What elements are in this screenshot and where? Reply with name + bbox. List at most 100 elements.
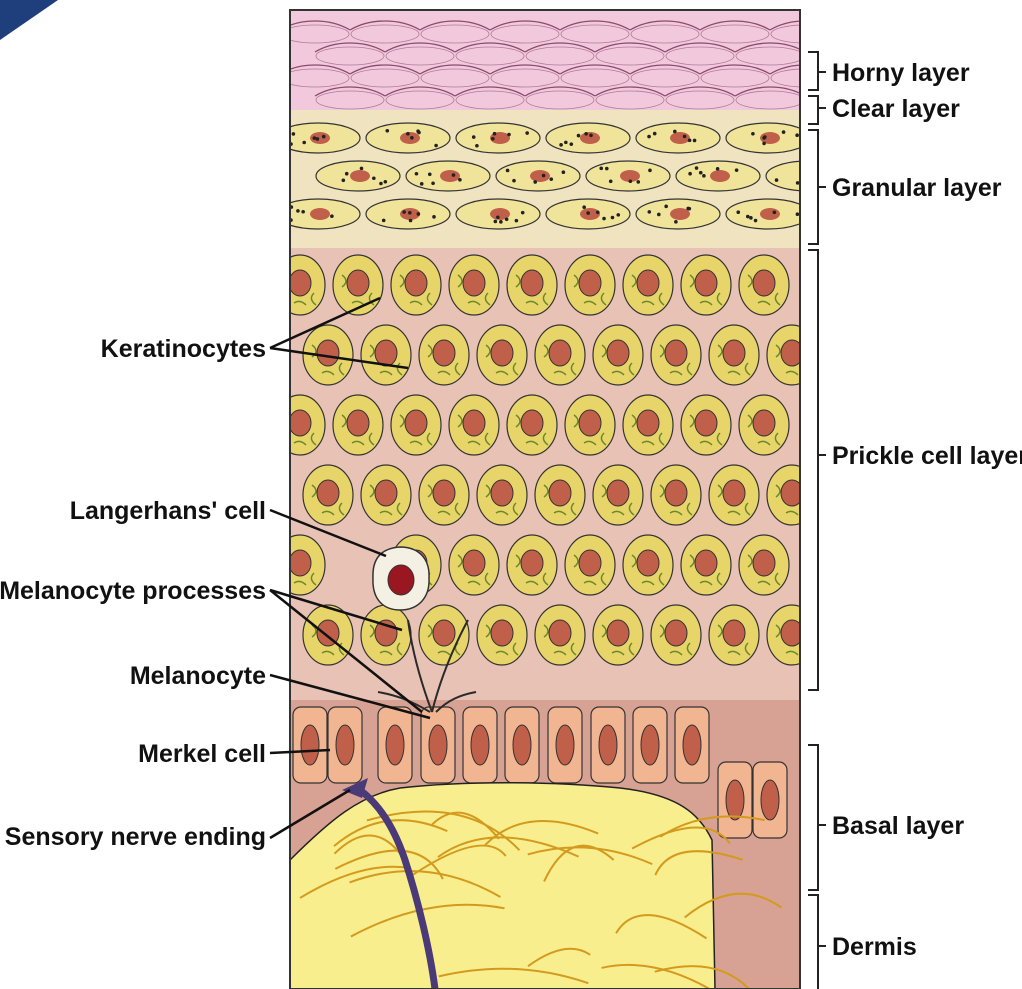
keratohyalin-granule — [736, 210, 740, 214]
keratohyalin-granule — [415, 172, 419, 176]
keratohyalin-granule — [746, 215, 750, 219]
horny-scale — [701, 69, 769, 87]
label-granular-layer: Granular layer — [832, 174, 1002, 202]
keratinocyte — [507, 395, 557, 455]
keratinocyte — [391, 255, 441, 315]
keratinocyte — [391, 395, 441, 455]
horny-scale — [421, 69, 489, 87]
keratinocyte — [623, 255, 673, 315]
keratohyalin-granule — [406, 132, 410, 136]
keratohyalin-granule — [648, 210, 652, 214]
basal-cell — [505, 707, 539, 783]
keratinocyte — [767, 325, 817, 385]
keratohyalin-granule — [683, 135, 687, 139]
keratinocyte — [535, 465, 585, 525]
label-horny-layer: Horny layer — [832, 59, 970, 87]
keratohyalin-granule — [569, 142, 573, 146]
keratohyalin-granule — [584, 132, 588, 136]
keratinocyte — [275, 395, 325, 455]
keratohyalin-granule — [330, 214, 334, 218]
keratohyalin-granule — [636, 180, 640, 184]
horny-scale — [805, 43, 875, 52]
granular-nucleus — [310, 208, 330, 220]
keratinocyte — [651, 465, 701, 525]
horny-scale — [351, 25, 419, 43]
horny-scale — [491, 69, 559, 87]
keratinocyte — [623, 395, 673, 455]
keratohyalin-granule — [379, 182, 383, 186]
label-melanocyte: Melanocyte — [130, 662, 266, 690]
keratohyalin-granule — [402, 210, 406, 214]
keratohyalin-granule — [428, 172, 432, 176]
keratohyalin-granule — [417, 212, 421, 216]
basal-cell — [718, 762, 752, 838]
basal-cell — [591, 707, 625, 783]
keratohyalin-granule — [805, 173, 809, 177]
keratohyalin-granule — [562, 170, 566, 174]
keratohyalin-granule — [559, 143, 563, 147]
keratinocyte — [593, 325, 643, 385]
keratohyalin-granule — [751, 132, 755, 136]
keratinocyte — [709, 465, 759, 525]
keratohyalin-granule — [699, 171, 703, 175]
keratinocyte — [361, 605, 411, 665]
keratohyalin-granule — [458, 178, 462, 182]
keratinocyte — [449, 395, 499, 455]
keratohyalin-granule — [582, 205, 586, 209]
horny-scale — [456, 91, 524, 109]
granular-nucleus — [400, 132, 420, 144]
horny-scale — [666, 47, 734, 65]
granular-nucleus — [760, 208, 780, 220]
basal-cell — [548, 707, 582, 783]
granular-nucleus — [350, 170, 370, 182]
horny-scale — [281, 25, 349, 43]
keratinocyte — [565, 535, 615, 595]
basal-cell — [463, 707, 497, 783]
horny-scale — [596, 91, 664, 109]
horny-scale — [456, 47, 524, 65]
keratohyalin-granule — [472, 135, 476, 139]
keratinocyte — [303, 465, 353, 525]
keratohyalin-granule — [408, 211, 412, 215]
keratinocyte — [361, 465, 411, 525]
keratinocyte — [333, 395, 383, 455]
granular-nucleus — [530, 170, 550, 182]
keratohyalin-granule — [616, 213, 620, 217]
keratohyalin-granule — [493, 132, 497, 136]
granular-nucleus — [580, 208, 600, 220]
keratohyalin-granule — [688, 172, 692, 176]
keratinocyte — [739, 255, 789, 315]
keratinocyte — [681, 535, 731, 595]
keratohyalin-granule — [301, 210, 305, 214]
keratohyalin-granule — [796, 212, 800, 216]
horny-scale — [386, 91, 454, 109]
keratohyalin-granule — [796, 181, 800, 185]
keratohyalin-granule — [754, 219, 758, 223]
keratohyalin-granule — [360, 167, 364, 171]
keratohyalin-granule — [322, 135, 326, 139]
keratinocyte — [477, 605, 527, 665]
keratohyalin-granule — [345, 172, 349, 176]
keratinocyte — [709, 325, 759, 385]
horny-scale — [526, 91, 594, 109]
keratohyalin-granule — [775, 178, 779, 182]
keratinocyte — [709, 605, 759, 665]
keratinocyte — [275, 535, 325, 595]
keratinocyte — [449, 535, 499, 595]
keratinocyte — [593, 465, 643, 525]
keratohyalin-granule — [763, 135, 767, 139]
keratinocyte — [681, 395, 731, 455]
basal-cell — [675, 707, 709, 783]
horny-scale — [491, 25, 559, 43]
langerhans-cell — [373, 547, 429, 610]
keratohyalin-granule — [505, 217, 509, 221]
keratohyalin-granule — [506, 169, 510, 173]
granular-nucleus — [710, 170, 730, 182]
keratohyalin-granule — [496, 215, 500, 219]
basal-cell — [633, 707, 667, 783]
keratohyalin-granule — [564, 141, 568, 145]
keratohyalin-granule — [602, 217, 606, 221]
keratohyalin-granule — [452, 173, 456, 177]
horny-scale — [526, 47, 594, 65]
